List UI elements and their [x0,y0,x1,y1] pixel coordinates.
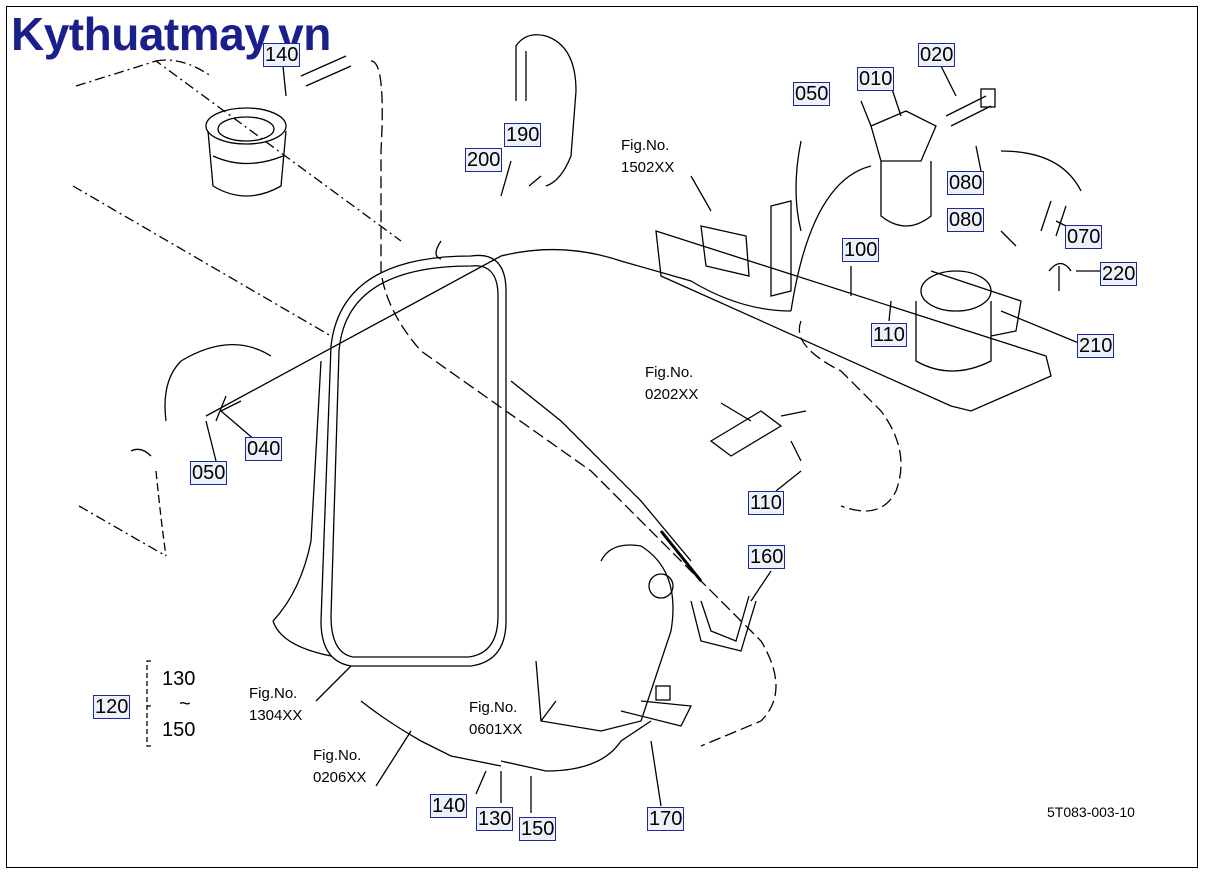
fig-ref-0601xx[interactable]: Fig.No. 0601XX [469,697,522,741]
part-callout-220[interactable]: 220 [1100,262,1138,286]
fig-ref-label: Fig.No. [249,685,298,702]
sensor-cable [510,380,692,562]
parts-diagram [72,34,1116,813]
part-callout-190[interactable]: 190 [504,123,542,147]
fig-ref-number: 0206XX [313,769,367,786]
part-callout-210[interactable]: 210 [1077,334,1115,358]
part-callout-050-top[interactable]: 050 [793,82,831,106]
range-note-to: 150 [162,719,196,741]
part-callout-100[interactable]: 100 [842,238,880,262]
part-callout-020[interactable]: 020 [918,43,956,67]
filler-neck-top [205,107,287,145]
part-callout-070[interactable]: 070 [1065,225,1103,249]
breather-pipe [515,34,577,187]
fig-ref-0202xx[interactable]: Fig.No. 0202XX [645,362,698,406]
fig-ref-label: Fig.No. [313,747,362,764]
fuel-pump-body [915,301,992,372]
fig-ref-number: 0202XX [645,386,699,403]
fuel-tank-outline [72,59,402,557]
fig-ref-0206xx[interactable]: Fig.No. 0206XX [313,745,366,789]
range-note-separator: ~ [179,693,191,715]
fig-ref-label: Fig.No. [645,364,694,381]
part-callout-160[interactable]: 160 [748,545,786,569]
part-callout-080-lower[interactable]: 080 [947,208,985,232]
fig-ref-number: 1502XX [621,159,675,176]
fuel-sensor [709,410,783,457]
fig-ref-label: Fig.No. [469,699,518,716]
fig-ref-1502xx[interactable]: Fig.No. 1502XX [621,135,674,179]
part-callout-140-top[interactable]: 140 [263,43,301,67]
mounting-bracket [655,230,1052,412]
fuel-filter-bowl [880,161,932,227]
cable-150 [360,700,502,767]
fig-ref-number: 1304XX [249,707,303,724]
part-callout-040[interactable]: 040 [245,437,283,461]
part-callout-140-bottom[interactable]: 140 [430,794,468,818]
fig-ref-1304xx[interactable]: Fig.No. 1304XX [249,683,302,727]
fig-ref-number: 0601XX [469,721,523,738]
part-callout-200[interactable]: 200 [465,148,503,172]
part-callout-120[interactable]: 120 [93,695,131,719]
return-hose-dashed [370,60,777,747]
part-callout-080-upper[interactable]: 080 [947,171,985,195]
fig-ref-label: Fig.No. [621,137,670,154]
engine-mount [535,544,674,732]
diagram-frame: Kythuatmay.vn 140 190 200 050 010 020 08… [6,6,1198,868]
part-callout-050-left[interactable]: 050 [190,461,228,485]
fuel-line-main [205,248,792,417]
part-callout-150[interactable]: 150 [519,817,557,841]
part-callout-010[interactable]: 010 [857,67,895,91]
range-note-from: 130 [162,668,196,690]
part-callout-130[interactable]: 130 [476,807,514,831]
part-callout-170[interactable]: 170 [647,807,685,831]
part-callout-110-lower[interactable]: 110 [748,491,784,515]
part-callout-110-upper[interactable]: 110 [871,323,907,347]
tank-window-panel [320,254,507,667]
drawing-number: 5T083-003-10 [1047,804,1135,820]
